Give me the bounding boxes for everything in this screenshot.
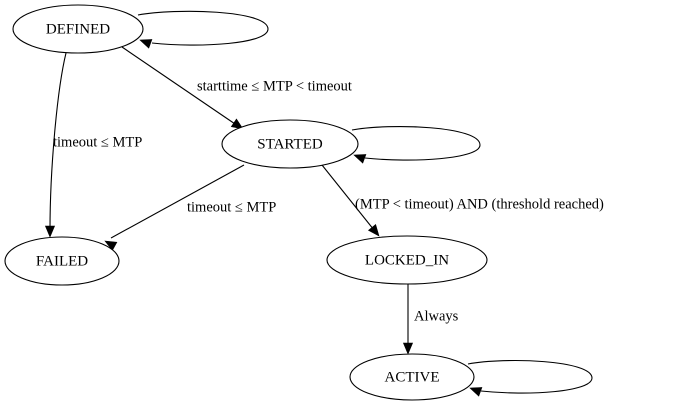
state-node-defined[interactable]: DEFINED (12, 4, 144, 54)
arrowhead-defined-to-started (230, 118, 244, 130)
node-label-started: STARTED (257, 136, 323, 152)
arrowhead-locked-in-to-active (402, 342, 414, 355)
edge-labels-layer: starttime ≤ MTP < timeout timeout ≤ MTP ti… (53, 78, 604, 324)
state-node-locked-in[interactable]: LOCKED_IN (326, 235, 488, 285)
edge-line-started-to-locked-in (321, 164, 375, 231)
edge-started-to-locked-in[interactable] (321, 164, 380, 237)
edge-label-defined-to-started: starttime ≤ MTP < timeout (197, 78, 352, 94)
edge-line-started-self (351, 126, 481, 161)
node-ellipse-defined (12, 4, 144, 54)
edge-active-self[interactable] (467, 359, 593, 397)
edge-label-defined-to-failed: timeout ≤ MTP (53, 134, 142, 150)
node-ellipse-started (221, 119, 359, 169)
edge-label-locked-in-to-active: Always (414, 308, 459, 324)
nodes-layer: DEFINED STARTED FAILED LOCKED_IN ACTIVE (4, 4, 488, 401)
edge-label-started-to-locked-in: (MTP < timeout) AND (threshold reached) (355, 196, 604, 212)
edge-line-defined-self (137, 10, 269, 46)
edge-line-defined-to-failed (49, 52, 67, 231)
edge-line-defined-to-started (121, 46, 239, 127)
edge-started-self[interactable] (351, 126, 481, 164)
node-label-active: ACTIVE (385, 369, 440, 385)
edge-line-active-self (467, 359, 593, 394)
edge-line-started-to-failed (110, 164, 245, 239)
arrowhead-started-to-failed (104, 240, 118, 251)
node-label-failed: FAILED (36, 253, 88, 269)
node-ellipse-failed (4, 236, 120, 286)
node-label-defined: DEFINED (46, 21, 110, 37)
edge-defined-self[interactable] (137, 10, 269, 49)
edge-defined-to-started[interactable] (121, 46, 244, 130)
state-node-active[interactable]: ACTIVE (349, 353, 475, 401)
edges-layer (44, 10, 593, 397)
arrowhead-started-self (353, 154, 367, 164)
arrowhead-defined-to-failed (44, 225, 56, 238)
state-node-failed[interactable]: FAILED (4, 236, 120, 286)
arrowhead-active-self (469, 387, 483, 397)
edge-locked-in-to-active[interactable] (402, 284, 414, 355)
arrowhead-defined-self (139, 39, 153, 49)
arrowhead-started-to-locked-in (367, 224, 380, 237)
node-label-locked-in: LOCKED_IN (365, 252, 449, 268)
state-node-started[interactable]: STARTED (221, 119, 359, 169)
node-ellipse-locked-in (326, 235, 488, 285)
edge-label-started-to-failed: timeout ≤ MTP (187, 199, 276, 215)
node-ellipse-active (349, 353, 475, 401)
edge-defined-to-failed[interactable] (44, 52, 67, 238)
edge-started-to-failed[interactable] (104, 164, 245, 251)
